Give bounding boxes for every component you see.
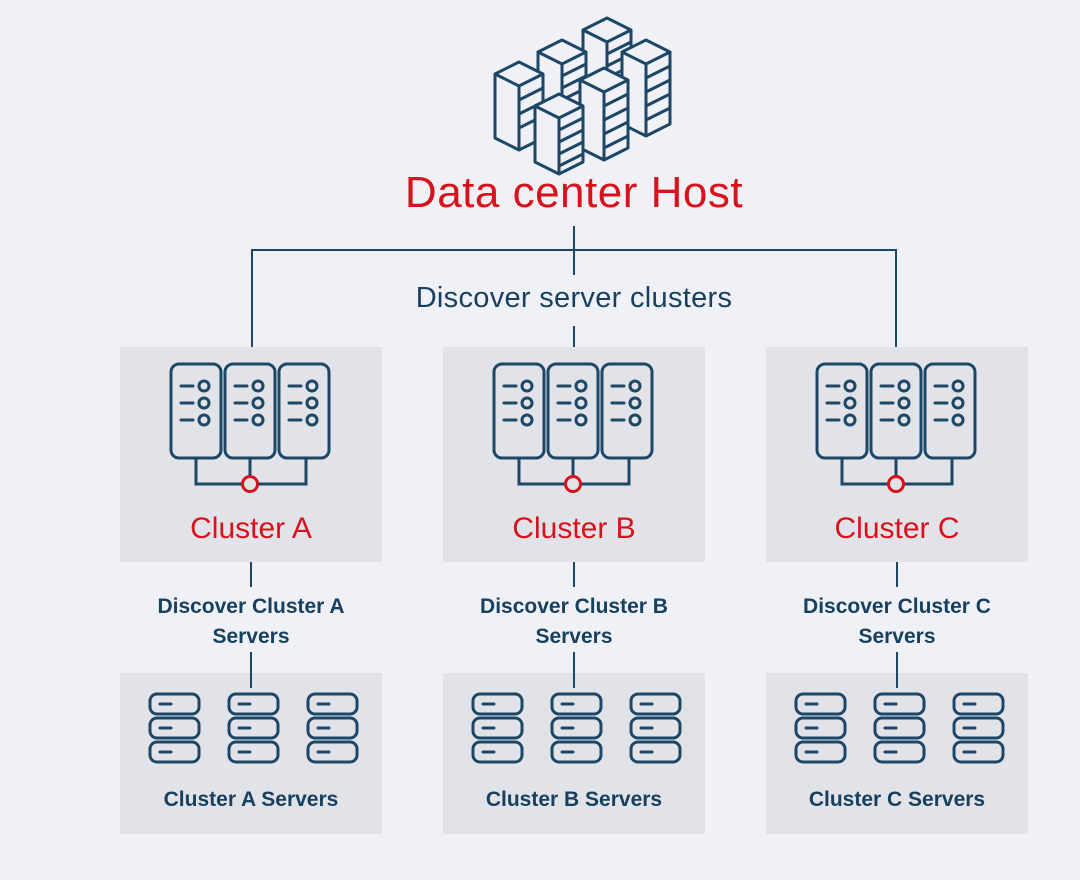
server-cluster-icon [169,362,331,493]
discover-label-line1: Discover Cluster C [803,595,991,618]
cluster-b-panel [443,347,705,562]
server-stack-icon [148,692,359,764]
discover-label-line2: Servers [858,625,936,648]
connector-to-cluster-b-lower [573,326,575,359]
cluster-a-title[interactable]: Cluster A [190,512,312,545]
cluster-c-connector-lower [896,652,898,688]
datacenter-racks-icon [493,16,672,176]
discover-label-line2: Servers [535,625,613,648]
cluster-a-servers-label[interactable]: Cluster A Servers [163,788,339,811]
connector-to-cluster-b-upper [573,249,575,275]
cluster-c-connector-upper [896,562,898,587]
host-title: Data center Host [404,168,744,217]
cluster-c-panel [766,347,1028,562]
discover-cluster-c-servers-label: Discover Cluster C Servers [756,592,1038,652]
cluster-a-connector-into-servers [250,673,252,688]
cluster-a-panel [120,347,382,562]
connector-to-cluster-c [895,249,897,359]
cluster-b-connector-into-servers [573,673,575,688]
cluster-b-connector-lower [573,652,575,688]
cluster-b-connector-upper [573,562,575,587]
discover-label-line2: Servers [212,625,290,648]
cluster-b-servers-label[interactable]: Cluster B Servers [485,788,663,811]
discover-cluster-a-servers-label: Discover Cluster A Servers [110,592,392,652]
discover-label-line1: Discover Cluster B [480,595,668,618]
server-stack-icon [471,692,682,764]
cluster-a-connector-lower [250,652,252,688]
cluster-c-connector-into-servers [896,673,898,688]
server-stack-icon [794,692,1005,764]
cluster-c-title[interactable]: Cluster C [834,512,960,545]
server-cluster-icon [492,362,654,493]
server-cluster-icon [815,362,977,493]
discover-cluster-b-servers-label: Discover Cluster B Servers [433,592,715,652]
cluster-b-title[interactable]: Cluster B [512,512,636,545]
host-connector-vertical [573,226,575,250]
discover-server-clusters-label: Discover server clusters [415,282,733,314]
cluster-c-servers-label[interactable]: Cluster C Servers [808,788,986,811]
cluster-a-connector-upper [250,562,252,587]
connector-to-cluster-a [251,249,253,359]
discover-label-line1: Discover Cluster A [157,595,345,618]
